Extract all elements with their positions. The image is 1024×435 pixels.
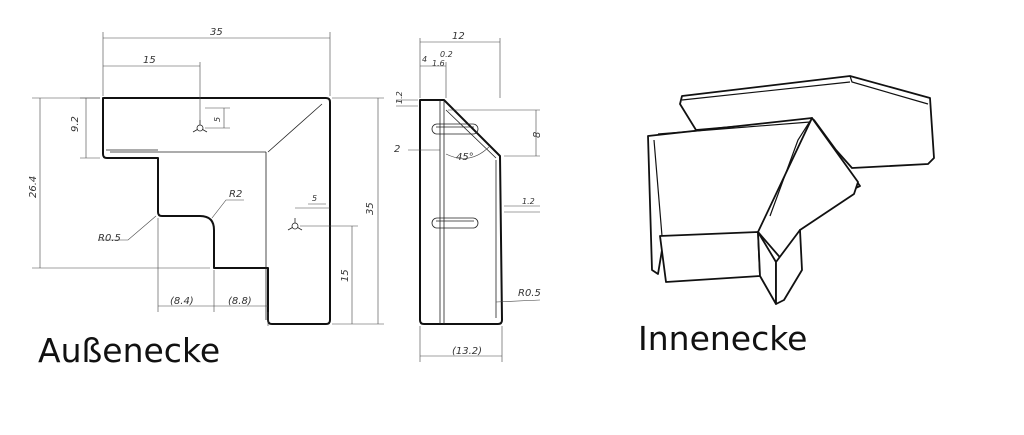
side-dim-total-width: 12 [452, 31, 465, 42]
dim-radius-small: R0.5 [98, 233, 121, 244]
dim-bottom-mid: (8.8) [228, 296, 252, 307]
side-view-wall [439, 100, 445, 324]
side-view: 12 4 1.6 0.2 1.2 8 2 45° 1.2 R0.5 (13.2) [394, 31, 543, 362]
side-dim-left-offset: 2 [394, 144, 400, 155]
side-dim-radius: R0.5 [518, 288, 541, 299]
dim-right-height: 35 [365, 202, 376, 215]
side-view-slot-top [431, 123, 479, 135]
iso-top-plate [679, 75, 935, 169]
side-dim-sub-small: 0.2 [440, 50, 453, 59]
iso-front-right-post [775, 229, 803, 305]
side-dim-sub-small-b: 1.6 [432, 59, 445, 68]
iso-front-left-block [659, 231, 761, 283]
isometric-inner-corner [647, 75, 935, 305]
side-dim-bottom-total: (13.2) [452, 346, 482, 357]
dim-right-lower: 15 [340, 269, 351, 282]
side-view-slot-bottom [431, 217, 479, 229]
front-view-outline [102, 97, 331, 325]
front-view-inner-line [106, 103, 323, 320]
dim-bottom-left: (8.4) [170, 296, 194, 307]
dim-top-height: 9.2 [70, 116, 81, 132]
dim-total-width: 35 [210, 27, 223, 38]
screw-symbol-side [287, 218, 303, 231]
side-dim-sub-width: 4 [422, 55, 427, 64]
label-inner-corner: Innenecke [638, 319, 807, 358]
dim-screw-offset-top: 5 [213, 117, 222, 122]
dim-left-height: 26.4 [28, 176, 39, 198]
dim-inset-width: 15 [143, 55, 156, 66]
front-view: 35 15 9.2 26.4 R2 R0.5 5 5 35 15 (8.4) (… [28, 27, 384, 326]
side-dim-right-gap: 1.2 [522, 197, 535, 206]
dim-radius-large: R2 [229, 189, 242, 200]
side-dim-depth: 8 [532, 132, 543, 138]
side-view-outline [419, 99, 503, 325]
dim-screw-offset-side: 5 [312, 194, 317, 203]
side-dim-angle: 45° [456, 152, 474, 163]
label-outer-corner: Außenecke [38, 331, 220, 370]
side-dim-top-gap: 1.2 [395, 91, 404, 104]
